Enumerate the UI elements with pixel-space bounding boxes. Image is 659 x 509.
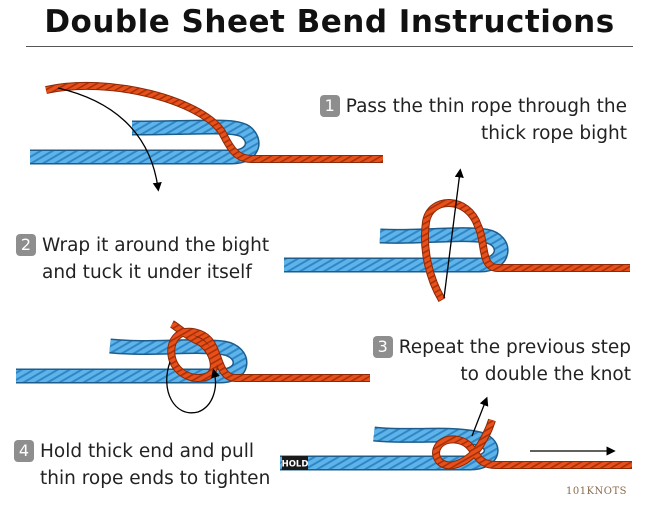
- step-4-illustration: HOLD: [280, 396, 632, 471]
- step-4-arrow-up: [471, 396, 489, 437]
- step-2-text: 2 Wrap it around the bight and tuck it un…: [16, 232, 269, 286]
- step-3-line-1: Repeat the previous step: [398, 337, 631, 358]
- step-3-arrow: [166, 361, 220, 414]
- step-4-badge: 4: [14, 440, 34, 462]
- hold-label: HOLD: [282, 460, 309, 470]
- step-2-arrow: [443, 168, 464, 299]
- step-1-line-2: thick rope bight: [480, 123, 627, 144]
- step-3-badge: 3: [372, 336, 393, 358]
- step-3-illustration: [16, 320, 370, 414]
- step-1-line-1: Pass the thin rope through the: [345, 96, 627, 117]
- step-2-line-2: and tuck it under itself: [42, 262, 252, 283]
- step-1-illustration: [30, 81, 383, 192]
- step-1-badge: 1: [319, 95, 340, 117]
- step-3-line-2: to double the knot: [460, 364, 631, 385]
- page-title: Double Sheet Bend Instructions: [44, 4, 615, 40]
- title-divider: [26, 46, 633, 47]
- step-1-arrow: [57, 87, 162, 192]
- step-4-line-1: Hold thick end and pull: [40, 441, 255, 462]
- step-2-badge: 2: [16, 234, 36, 256]
- step-2-illustration: [284, 168, 630, 303]
- hold-tag: [282, 456, 308, 470]
- brand-logo: 101KNOTS: [566, 486, 628, 497]
- step-4-line-2: thin rope ends to tighten: [40, 468, 271, 489]
- step-2-thin-rope: [420, 199, 630, 303]
- step-4-text: 4 Hold thick end and pull thin rope ends …: [14, 438, 270, 492]
- step-2-line-1: Wrap it around the bight: [42, 235, 270, 256]
